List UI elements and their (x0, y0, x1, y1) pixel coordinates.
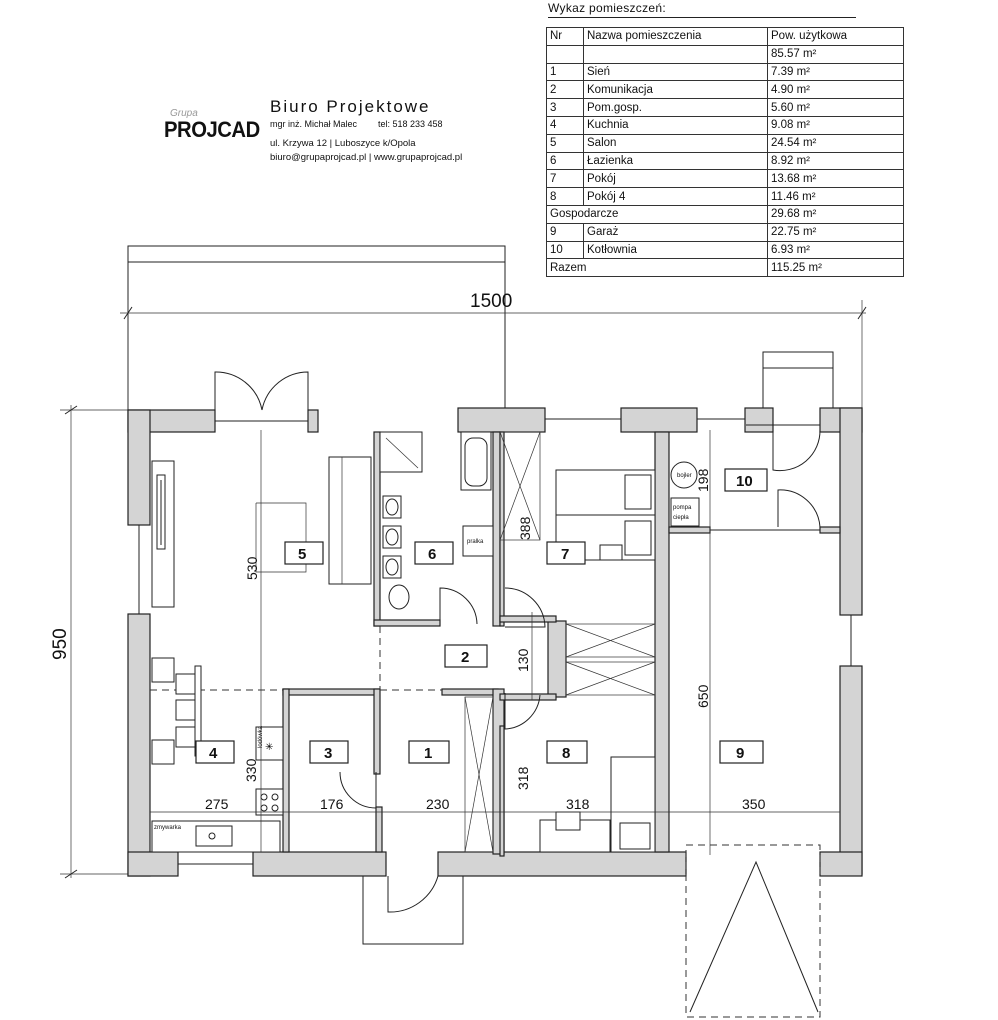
sum-label: Razem (546, 258, 768, 278)
dim-530: 530 (244, 556, 260, 580)
room-tag-5: 5 (298, 546, 306, 563)
table-row: 6 Łazienka 8.92 m² (546, 151, 904, 171)
boiler-label: bojler (677, 473, 692, 479)
dim-318-horizontal: 318 (566, 796, 590, 812)
heat-pump-label-1: pompa (673, 505, 692, 511)
room-schedule-table: Nr Nazwa pomieszczenia Pow. użytkowa 85.… (546, 27, 904, 278)
wardrobes (464, 431, 656, 853)
company-name: Biuro Projektowe (270, 97, 431, 116)
header-nr: Nr (546, 27, 584, 46)
room-tag-6: 6 (428, 546, 436, 563)
living-room-furniture (151, 456, 372, 608)
room-tag-9: 9 (736, 745, 744, 762)
dimension-overall-width: 1500 (120, 291, 867, 410)
company-contact: biuro@grupaprojcad.pl | www.grupaprojcad… (270, 152, 463, 163)
company-phone: tel: 518 233 458 (378, 119, 443, 129)
table-header-row: Nr Nazwa pomieszczenia Pow. użytkowa (546, 27, 904, 46)
room-tag-1: 1 (424, 745, 432, 762)
dim-318-vertical: 318 (515, 766, 531, 790)
bedroom-8-furniture (539, 756, 656, 853)
overall-width-label: 1500 (470, 291, 512, 312)
dim-275: 275 (205, 796, 229, 812)
room-tags: 5 6 7 10 2 4 3 1 8 9 (195, 468, 768, 764)
logo-group-text: Grupa (170, 108, 198, 119)
table-row: 2 Komunikacja 4.90 m² (546, 80, 904, 100)
terrace (127, 245, 506, 410)
dim-130: 130 (515, 648, 531, 672)
table-row: 5 Salon 24.54 m² (546, 133, 904, 153)
dim-330: 330 (243, 758, 259, 782)
snowflake-icon: ✳ (265, 742, 273, 753)
room-tag-10: 10 (736, 473, 753, 490)
table-row: 7 Pokój 13.68 m² (546, 169, 904, 189)
table-row: 10 Kotłownia 6.93 m² (546, 240, 904, 260)
company-logo: PROJCAD (164, 117, 260, 142)
dimension-overall-depth: 950 (50, 405, 128, 879)
garage-driveway (685, 844, 821, 1018)
sum-area: 115.25 m² (767, 258, 904, 278)
exterior-walls (127, 407, 863, 877)
dim-650: 650 (695, 684, 711, 708)
table-row: Gospodarcze 29.68 m² (546, 204, 904, 224)
overall-depth-label: 950 (50, 628, 71, 660)
header-name: Nazwa pomieszczenia (583, 27, 768, 46)
dim-230: 230 (426, 796, 450, 812)
room-tag-7: 7 (561, 546, 569, 563)
washer-label: pralka (467, 539, 484, 545)
heat-pump-label-2: ciepła (673, 515, 689, 521)
dim-388: 388 (517, 516, 533, 540)
dim-198: 198 (695, 468, 711, 492)
entrance-porch (362, 876, 464, 945)
table-row: Razem 115.25 m² (546, 258, 904, 278)
room-tag-4: 4 (209, 745, 218, 762)
windows (138, 418, 852, 865)
doors (214, 371, 821, 913)
table-row: 1 Sień 7.39 m² (546, 62, 904, 82)
boiler-room-equipment: bojler pompa ciepła (670, 461, 700, 527)
table-row: 4 Kuchnia 9.08 m² (546, 115, 904, 135)
dim-176: 176 (320, 796, 344, 812)
utility-label: Gospodarcze (546, 204, 768, 224)
bathroom-furniture: pralka (379, 431, 494, 610)
table-row: 9 Garaż 22.75 m² (546, 222, 904, 242)
room-tag-3: 3 (324, 745, 332, 762)
utility-area: 29.68 m² (767, 204, 904, 224)
room-tag-8: 8 (562, 745, 570, 762)
company-person: mgr inż. Michał Malec (270, 119, 358, 129)
room-tag-2: 2 (461, 649, 469, 666)
header-area: Pow. użytkowa (767, 27, 904, 46)
dim-350: 350 (742, 796, 766, 812)
dishwasher-label: zmywarka (154, 825, 182, 831)
inner-dimensions: 530 388 198 130 650 330 318 275 176 230 … (150, 430, 840, 855)
kitchen-furniture: zmywarka lodówka ✳ (151, 657, 284, 853)
company-address: ul. Krzywa 12 | Luboszyce k/Opola (270, 138, 416, 149)
schedule-title: Wykaz pomieszczeń: (548, 1, 856, 18)
service-porch (762, 351, 834, 408)
